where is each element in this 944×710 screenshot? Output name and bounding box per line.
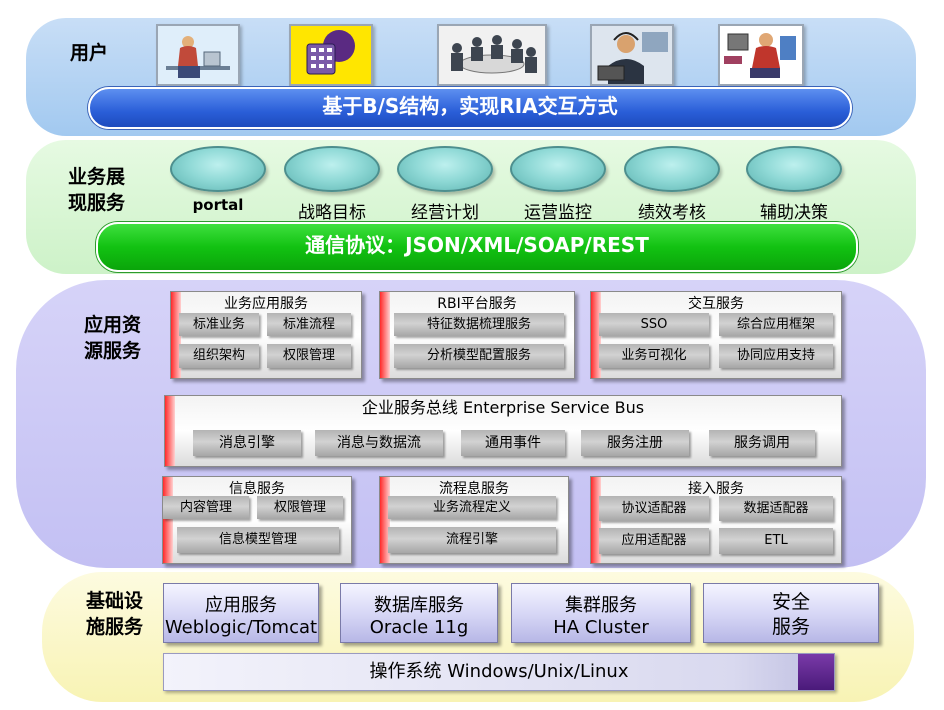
cluster-box[interactable]: 集群服务 HA Cluster [511, 583, 691, 643]
os-bar-text: 操作系统 Windows/Unix/Linux [369, 661, 629, 682]
infrastructure-label-line1: 基础设 [86, 590, 144, 612]
performance-review-ellipse[interactable] [624, 146, 720, 192]
phone-keypad-icon [289, 24, 373, 86]
info-permission-cell[interactable]: 权限管理 [257, 496, 343, 519]
app-framework-cell[interactable]: 综合应用框架 [719, 313, 833, 336]
database-box[interactable]: 数据库服务 Oracle 11g [340, 583, 498, 643]
protocol-adapter-cell[interactable]: 协议适配器 [599, 496, 709, 521]
security-line2: 服务 [771, 616, 810, 638]
os-bar: 操作系统 Windows/Unix/Linux [163, 653, 835, 691]
infrastructure-layer-label: 基础设 施服务 [86, 588, 143, 640]
database-line1: 数据库服务 [374, 595, 464, 616]
rbi-panel: RBI平台服务 特征数据梳理服务 分析模型配置服务 [379, 291, 575, 379]
presentation-label-line2: 现服务 [68, 192, 126, 214]
message-dataflow-cell[interactable]: 消息与数据流 [315, 430, 443, 456]
app-server-box[interactable]: 应用服务 Weblogic/Tomcat [163, 583, 319, 643]
presentation-layer-label: 业务展 现服务 [68, 164, 125, 216]
portal-label: portal [192, 196, 244, 214]
strategy-goal-ellipse[interactable] [284, 146, 380, 192]
content-mgmt-cell[interactable]: 内容管理 [163, 496, 249, 519]
portal-ellipse[interactable] [170, 146, 266, 192]
process-engine-cell[interactable]: 流程引擎 [388, 527, 556, 553]
cluster-line2: HA Cluster [553, 617, 649, 638]
interaction-title: 交互服务 [688, 296, 744, 312]
access-panel: 接入服务 协议适配器 数据适配器 应用适配器 ETL [590, 476, 842, 564]
data-adapter-cell[interactable]: 数据适配器 [719, 496, 833, 521]
info-title: 信息服务 [229, 481, 285, 497]
info-model-cell[interactable]: 信息模型管理 [177, 527, 339, 553]
permission-mgmt-cell[interactable]: 权限管理 [267, 344, 351, 368]
security-box[interactable]: 安全 服务 [703, 583, 879, 643]
message-engine-cell[interactable]: 消息引擎 [193, 430, 301, 456]
business-plan-label: 经营计划 [411, 203, 479, 223]
service-invoke-cell[interactable]: 服务调用 [709, 430, 815, 456]
performance-review-label: 绩效考核 [638, 203, 706, 223]
sso-cell[interactable]: SSO [599, 313, 709, 336]
rbi-title: RBI平台服务 [437, 296, 517, 312]
ria-bar-text: 基于B/S结构，实现RIA交互方式 [322, 94, 618, 118]
process-title: 流程息服务 [439, 481, 509, 497]
etl-cell[interactable]: ETL [719, 528, 833, 554]
person-at-computer-icon [156, 24, 240, 86]
esb-panel: 企业服务总线 Enterprise Service Bus 消息引擎 消息与数据… [164, 395, 842, 467]
business-app-panel: 业务应用服务 标准业务 标准流程 组织架构 权限管理 [170, 291, 362, 379]
security-line1: 安全 [771, 591, 810, 613]
infrastructure-label-line2: 施服务 [86, 616, 144, 638]
decision-support-label: 辅助决策 [760, 203, 828, 223]
org-structure-cell[interactable]: 组织架构 [179, 344, 259, 368]
app-adapter-cell[interactable]: 应用适配器 [599, 528, 709, 554]
common-event-cell[interactable]: 通用事件 [461, 430, 565, 456]
operation-monitor-label: 运营监控 [524, 203, 592, 223]
standard-process-cell[interactable]: 标准流程 [267, 313, 351, 336]
access-title: 接入服务 [688, 481, 744, 497]
model-config-cell[interactable]: 分析模型配置服务 [394, 344, 564, 368]
protocol-bar: 通信协议：JSON/XML/SOAP/REST [96, 222, 858, 272]
business-plan-ellipse[interactable] [397, 146, 493, 192]
office-worker-icon [718, 24, 804, 86]
decision-support-ellipse[interactable] [746, 146, 842, 192]
process-panel: 流程息服务 业务流程定义 流程引擎 [379, 476, 569, 564]
visualization-cell[interactable]: 业务可视化 [599, 344, 709, 368]
strategy-goal-label: 战略目标 [298, 203, 366, 223]
user-layer-label: 用户 [70, 42, 109, 64]
operation-monitor-ellipse[interactable] [510, 146, 606, 192]
headset-operator-icon [590, 24, 674, 86]
info-panel: 信息服务 内容管理 权限管理 信息模型管理 [162, 476, 352, 564]
feature-data-cell[interactable]: 特征数据梳理服务 [394, 313, 564, 336]
presentation-label-line1: 业务展 [68, 166, 126, 188]
service-register-cell[interactable]: 服务注册 [581, 430, 689, 456]
standard-business-cell[interactable]: 标准业务 [179, 313, 259, 336]
collaboration-cell[interactable]: 协同应用支持 [719, 344, 833, 368]
esb-title: 企业服务总线 Enterprise Service Bus [361, 398, 645, 417]
app-resources-layer-label: 应用资 源服务 [84, 312, 141, 364]
interaction-panel: 交互服务 SSO 综合应用框架 业务可视化 协同应用支持 [590, 291, 842, 379]
ria-bar: 基于B/S结构，实现RIA交互方式 [88, 87, 852, 129]
app-resources-label-line2: 源服务 [84, 340, 142, 362]
protocol-bar-text: 通信协议：JSON/XML/SOAP/REST [305, 233, 649, 257]
database-line2: Oracle 11g [369, 617, 469, 638]
meeting-group-icon [437, 24, 547, 86]
app-server-line2: Weblogic/Tomcat [164, 617, 318, 638]
process-definition-cell[interactable]: 业务流程定义 [388, 496, 556, 519]
cluster-line1: 集群服务 [565, 595, 637, 616]
os-bar-accent [798, 654, 834, 690]
app-resources-label-line1: 应用资 [84, 314, 142, 336]
business-app-title: 业务应用服务 [224, 296, 308, 312]
app-server-line1: 应用服务 [205, 595, 277, 616]
